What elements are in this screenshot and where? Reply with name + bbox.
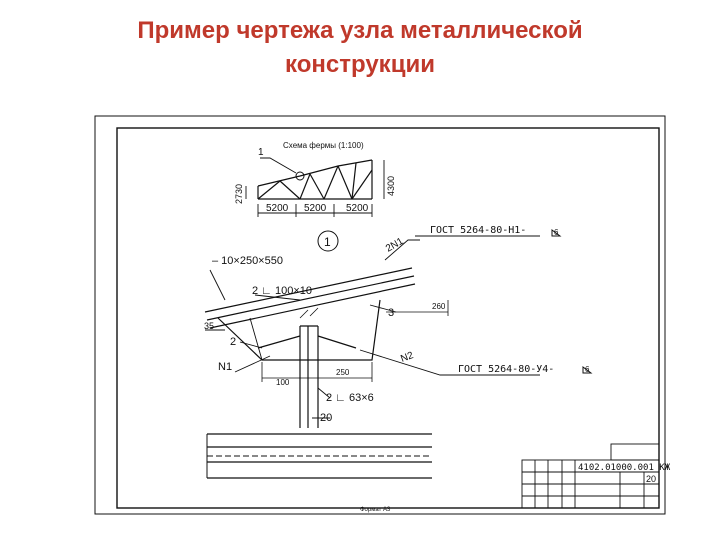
weld-n1-label: N1	[218, 361, 232, 373]
dim-250-label: 250	[336, 368, 350, 377]
dim-100-label: 100	[276, 378, 290, 387]
plate-label: – 10×250×550	[212, 255, 283, 267]
stamp-sheet: 20	[646, 474, 656, 484]
sheet-inner-frame	[116, 127, 660, 509]
stamp-footer: Формат А3	[360, 507, 391, 513]
gost-bottom-symbol: 6	[585, 365, 590, 374]
angle-label: 2 ∟ 100×10	[252, 285, 312, 297]
part-2-label: 2	[230, 336, 236, 348]
sheet-outer-frame	[94, 115, 666, 515]
node-callout-circle	[317, 230, 339, 252]
span-3-label: 5200	[346, 203, 369, 214]
height-left-label: 2730	[234, 184, 244, 204]
scheme-caption: Схема фермы (1:100)	[283, 141, 364, 150]
mark-1-label: 1	[258, 147, 264, 158]
gost-top-symbol: 6	[554, 228, 559, 237]
stamp-code: 4102.01000.001 КЖ	[578, 463, 671, 473]
span-1-label: 5200	[266, 203, 289, 214]
weld-symbol-top	[551, 229, 562, 237]
gost-top-label: ГОСТ 5264-80-Н1-	[430, 225, 526, 236]
part-3-label: 3	[388, 307, 394, 319]
node-callout-label: 1	[324, 235, 331, 249]
node-detail	[204, 235, 540, 428]
dim-20-label: 20	[320, 412, 332, 424]
dim-35-label: 35	[204, 321, 214, 331]
title-line-2: конструкции	[285, 51, 435, 78]
truss-scheme	[245, 157, 385, 217]
weld-n2-label: N2	[399, 350, 415, 365]
title-line-1: Пример чертежа узла металлической	[137, 17, 583, 44]
lower-section-view	[206, 433, 432, 479]
slide-title: Пример чертежа узла металлической констр…	[0, 14, 720, 82]
gost-bottom-label: ГОСТ 5264-80-У4-	[458, 364, 554, 375]
title-block	[521, 440, 660, 509]
span-2-label: 5200	[304, 203, 327, 214]
height-right-label: 4300	[386, 176, 396, 196]
dim-260-label: 260	[432, 302, 446, 311]
angle-bottom-label: 2 ∟ 63×6	[326, 392, 374, 404]
weld-symbol-bottom	[582, 366, 593, 374]
